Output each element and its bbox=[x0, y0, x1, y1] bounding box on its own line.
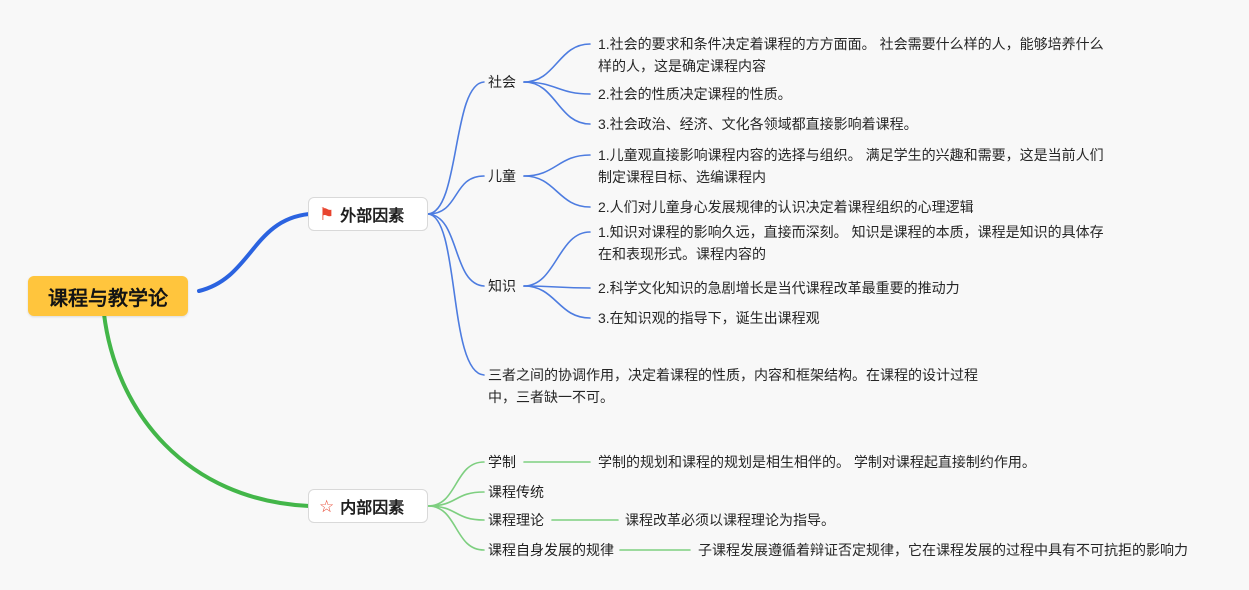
topic-curriculum-tradition[interactable]: 课程传统 bbox=[488, 484, 544, 500]
edge-society-item3 bbox=[523, 81, 591, 125]
central-topic[interactable]: 课程与教学论 bbox=[28, 276, 188, 316]
society-item-2[interactable]: 2.社会的性质决定课程的性质。 bbox=[598, 86, 792, 102]
edge-children-item2 bbox=[523, 175, 591, 208]
branch-internal-label: 内部因素 bbox=[340, 500, 405, 517]
flag-icon: ⚑ bbox=[319, 204, 335, 224]
topic-curriculum-theory[interactable]: 课程理论 bbox=[488, 512, 544, 528]
edge-society-item1 bbox=[523, 43, 591, 83]
edge-root-internal bbox=[102, 312, 311, 508]
main-branch-edge-green bbox=[102, 312, 311, 508]
edge-children-item1 bbox=[523, 154, 591, 177]
note-coordination[interactable]: 三者之间的协调作用，决定着课程的性质，内容和框架结构。在课程的设计过程中，三者缺… bbox=[488, 367, 978, 405]
edge-knowledge-item1 bbox=[523, 231, 591, 287]
knowledge-item-1[interactable]: 1.知识对课程的影响久远，直接而深刻。 知识是课程的本质，课程是知识的具体存在和… bbox=[598, 224, 1104, 262]
edge-internal-guilv bbox=[427, 505, 485, 551]
main-branch-edges bbox=[197, 212, 311, 293]
topic-children[interactable]: 儿童 bbox=[488, 168, 516, 184]
knowledge-item-3[interactable]: 3.在知识观的指导下，诞生出课程观 bbox=[598, 310, 820, 326]
edge-external-children bbox=[427, 175, 485, 215]
topic-curriculum-law[interactable]: 课程自身发展的规律 bbox=[488, 542, 614, 558]
school-system-desc[interactable]: 学制的规划和课程的规划是相生相伴的。 学制对课程起直接制约作用。 bbox=[598, 454, 1036, 470]
branch-internal-factors[interactable]: ☆ 内部因素 bbox=[308, 489, 428, 523]
topic-society[interactable]: 社会 bbox=[488, 74, 516, 90]
branch-external-label: 外部因素 bbox=[340, 208, 405, 225]
edge-root-external bbox=[197, 212, 311, 293]
curriculum-theory-desc[interactable]: 课程改革必须以课程理论为指导。 bbox=[625, 512, 835, 528]
external-edges bbox=[427, 43, 591, 376]
edge-internal-xuezhi bbox=[427, 461, 485, 507]
topic-knowledge[interactable]: 知识 bbox=[488, 278, 516, 294]
children-item-2[interactable]: 2.人们对儿童身心发展规律的认识决定着课程组织的心理逻辑 bbox=[598, 199, 974, 215]
edge-external-society bbox=[427, 81, 485, 215]
branch-external-factors[interactable]: ⚑ 外部因素 bbox=[308, 197, 428, 231]
children-item-1[interactable]: 1.儿童观直接影响课程内容的选择与组织。 满足学生的兴趣和需要，这是当前人们制定… bbox=[598, 147, 1104, 185]
knowledge-item-2[interactable]: 2.科学文化知识的急剧增长是当代课程改革最重要的推动力 bbox=[598, 280, 960, 296]
star-icon: ☆ bbox=[319, 496, 335, 516]
edge-external-knowledge bbox=[427, 213, 485, 287]
edge-knowledge-item3 bbox=[523, 285, 591, 319]
central-topic-label: 课程与教学论 bbox=[48, 287, 168, 310]
internal-edges bbox=[427, 461, 691, 551]
edge-external-note bbox=[427, 213, 485, 376]
curriculum-law-desc[interactable]: 子课程发展遵循着辩证否定规律，它在课程发展的过程中具有不可抗拒的影响力 bbox=[698, 542, 1188, 558]
society-item-3[interactable]: 3.社会政治、经济、文化各领域都直接影响着课程。 bbox=[598, 116, 918, 132]
topic-school-system[interactable]: 学制 bbox=[488, 454, 516, 470]
society-item-1[interactable]: 1.社会的要求和条件决定着课程的方方面面。 社会需要什么样的人，能够培养什么样的… bbox=[598, 36, 1104, 74]
